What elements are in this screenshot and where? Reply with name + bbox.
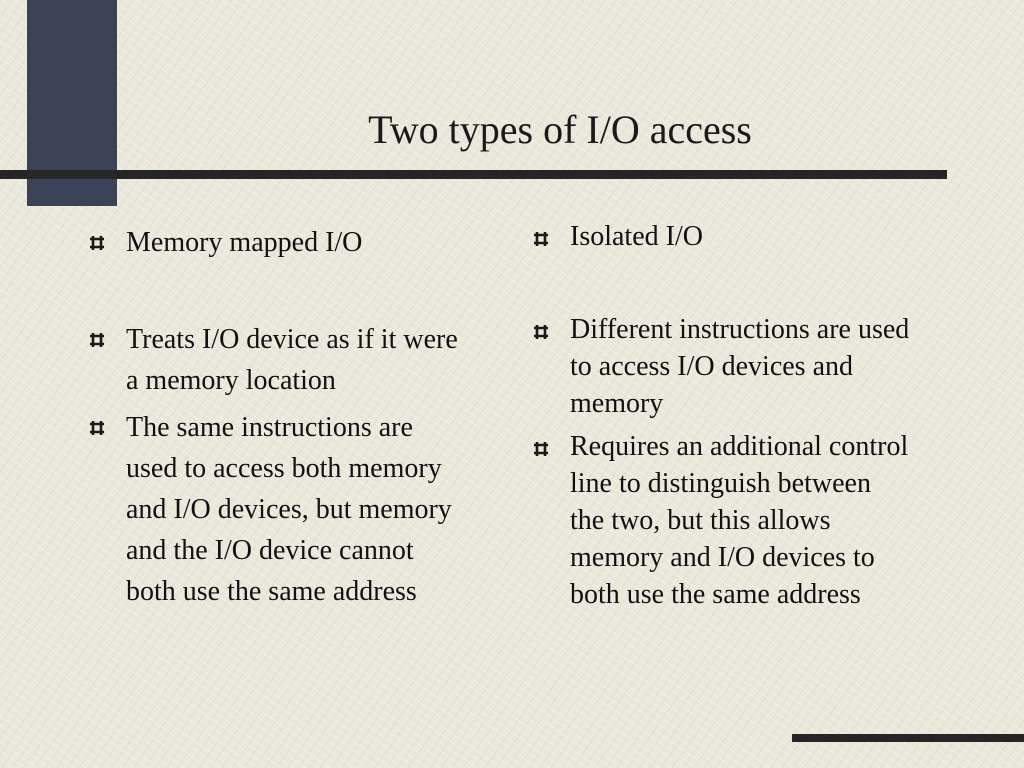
bullet-item: The same instructions are used to access…	[88, 407, 468, 612]
hash-bullet-icon	[532, 428, 570, 469]
title-divider	[0, 170, 947, 179]
hash-bullet-icon	[532, 218, 570, 259]
left-column: Memory mapped I/O Treats I/O device as i…	[88, 222, 468, 612]
bullet-item: Requires an additional control line to d…	[532, 428, 912, 613]
hash-bullet-icon	[532, 311, 570, 352]
bullet-item: Isolated I/O	[532, 218, 912, 259]
footer-divider	[792, 734, 1024, 742]
slide-title: Two types of I/O access	[368, 107, 752, 152]
hash-bullet-icon	[88, 407, 126, 448]
bullet-item: Different instructions are used to acces…	[532, 311, 912, 422]
bullet-text: Treats I/O device as if it were a memory…	[126, 324, 458, 396]
bullet-text: Requires an additional control line to d…	[570, 431, 909, 610]
bullet-item: Memory mapped I/O	[88, 222, 468, 263]
bullet-text: The same instructions are used to access…	[126, 412, 452, 607]
bullet-text: Isolated I/O	[570, 221, 703, 252]
bullet-text: Memory mapped I/O	[126, 227, 363, 258]
right-column: Isolated I/O Different instructions are …	[532, 218, 912, 613]
hash-bullet-icon	[88, 319, 126, 360]
bullet-item: Treats I/O device as if it were a memory…	[88, 319, 468, 401]
hash-bullet-icon	[88, 222, 126, 263]
bullet-text: Different instructions are used to acces…	[570, 314, 910, 419]
